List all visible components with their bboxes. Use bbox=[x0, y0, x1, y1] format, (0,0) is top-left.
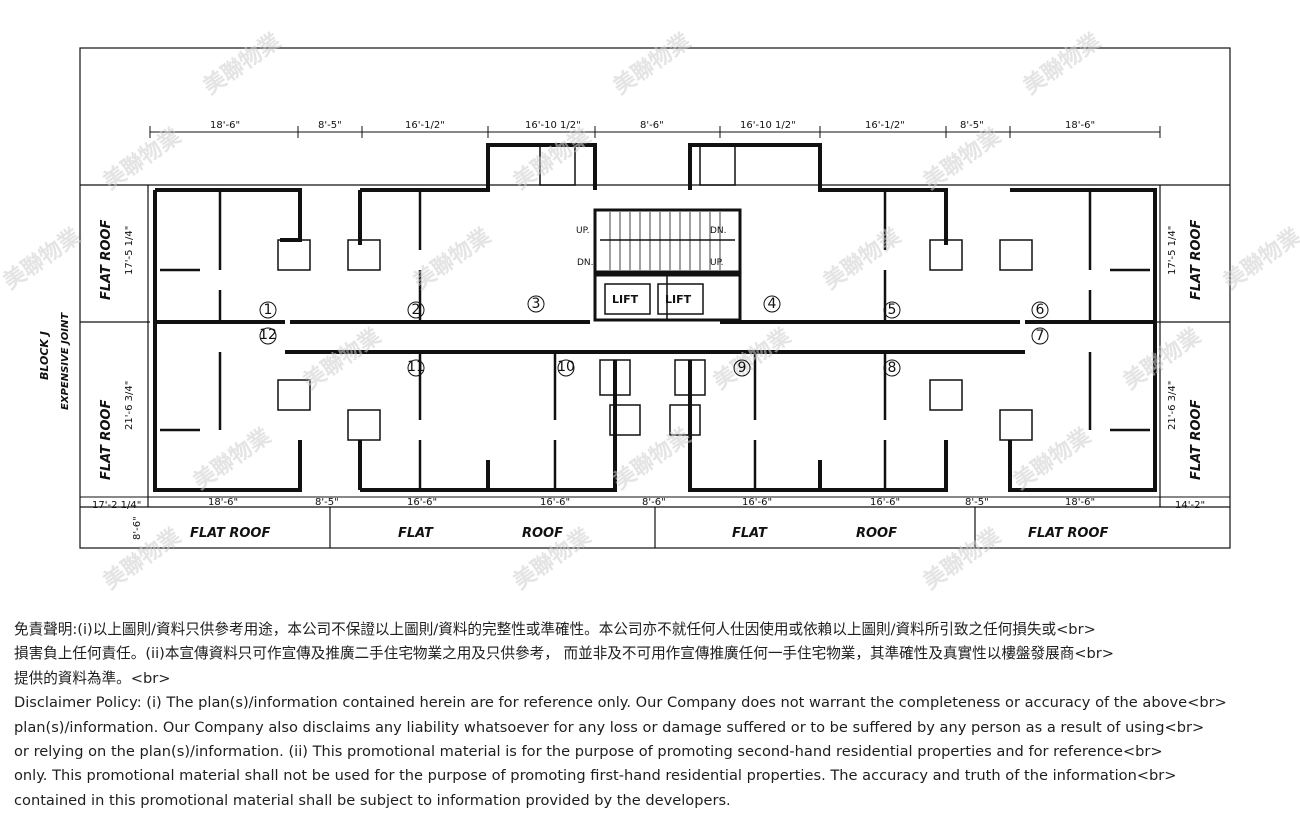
dim-label: 8'-6" bbox=[132, 516, 143, 540]
dim-label: 16'-6" bbox=[870, 497, 900, 508]
flat-roof-labels: FLAT ROOF FLAT ROOF FLAT ROOF FLAT ROOF … bbox=[99, 220, 1204, 541]
up-label: UP. bbox=[576, 226, 589, 236]
dn-label: DN. bbox=[577, 258, 594, 268]
dim-label: 8'-5" bbox=[965, 497, 989, 508]
dim-label: 16'-10 1/2" bbox=[740, 120, 796, 131]
flat-roof-label: FLAT ROOF bbox=[99, 220, 114, 300]
disclaimer-line: 提供的資料為準。<br> bbox=[14, 669, 171, 687]
unit-label: 11 bbox=[407, 359, 425, 375]
svg-text:美聯物業: 美聯物業 bbox=[1009, 423, 1097, 495]
dim-label: 18'-6" bbox=[1065, 497, 1095, 508]
svg-text:美聯物業: 美聯物業 bbox=[609, 423, 697, 495]
flat-roof-label: FLAT ROOF bbox=[99, 400, 114, 480]
dim-label: 16'-6" bbox=[540, 497, 570, 508]
svg-text:美聯物業: 美聯物業 bbox=[709, 323, 797, 395]
disclaimer-line: or relying on the plan(s)/information. (… bbox=[14, 743, 1163, 761]
unit-label: 3 bbox=[532, 296, 541, 312]
dim-label: 18'-6" bbox=[1065, 120, 1095, 131]
lift-label: LIFT bbox=[612, 293, 639, 306]
dim-label: 21'-6 3/4" bbox=[1167, 381, 1178, 430]
unit-label: 8 bbox=[888, 360, 897, 376]
dim-label: 17'-2 1/4" bbox=[92, 500, 141, 511]
svg-text:美聯物業: 美聯物業 bbox=[299, 323, 387, 395]
svg-text:美聯物業: 美聯物業 bbox=[0, 223, 86, 295]
svg-text:美聯物業: 美聯物業 bbox=[609, 28, 697, 100]
up-label: UP. bbox=[710, 258, 723, 268]
unit-label: 4 bbox=[768, 296, 777, 312]
svg-text:美聯物業: 美聯物業 bbox=[1019, 28, 1107, 100]
svg-text:美聯物業: 美聯物業 bbox=[199, 28, 287, 100]
side-dimensions: 17'-5 1/4" 21'-6 3/4" 17'-5 1/4" 21'-6 3… bbox=[124, 226, 1178, 540]
floor-plan: 美聯物業 美聯物業 美聯物業 美聯物業 美聯物業 美聯物業 美聯物業 美聯物業 … bbox=[0, 28, 1300, 595]
bottom-dimensions: 17'-2 1/4" 18'-6" 8'-5" 16'-6" 16'-6" 8'… bbox=[92, 497, 1205, 511]
dim-label: 8'-6" bbox=[640, 120, 664, 131]
unit-label: 10 bbox=[557, 359, 575, 375]
unit-numbers: 1 2 3 4 5 6 7 8 9 10 11 12 bbox=[259, 296, 1044, 376]
dim-label: 16'-6" bbox=[407, 497, 437, 508]
dim-label: 18'-6" bbox=[208, 497, 238, 508]
block-label: BLOCK J bbox=[38, 331, 51, 380]
unit-label: 12 bbox=[259, 327, 277, 343]
dim-label: 16'-6" bbox=[742, 497, 772, 508]
dim-label: 8'-6" bbox=[642, 497, 666, 508]
disclaimer-line: Disclaimer Policy: (i) The plan(s)/infor… bbox=[14, 694, 1227, 712]
top-dimensions: 18'-6" 8'-5" 16'-1/2" 16'-10 1/2" 8'-6" … bbox=[210, 120, 1095, 131]
dn-label: DN. bbox=[710, 226, 727, 236]
svg-text:美聯物業: 美聯物業 bbox=[819, 223, 907, 295]
disclaimer: 免責聲明:(i)以上圖則/資料只供參考用途，本公司不保證以上圖則/資料的完整性或… bbox=[14, 618, 1294, 813]
flat-label: FLAT bbox=[732, 526, 768, 541]
svg-text:美聯物業: 美聯物業 bbox=[509, 123, 597, 195]
joint-label: EXPENSIVE JOINT bbox=[60, 312, 71, 410]
unit-label: 5 bbox=[888, 302, 897, 318]
flat-roof-label: FLAT ROOF bbox=[190, 526, 270, 541]
dim-label: 18'-6" bbox=[210, 120, 240, 131]
svg-text:美聯物業: 美聯物業 bbox=[1119, 323, 1207, 395]
dim-label: 14'-2" bbox=[1175, 500, 1205, 511]
flat-roof-label: FLAT ROOF bbox=[1028, 526, 1108, 541]
unit-label: 2 bbox=[412, 302, 421, 318]
dim-label: 21'-6 3/4" bbox=[124, 381, 135, 430]
unit-label: 7 bbox=[1036, 328, 1045, 344]
svg-text:美聯物業: 美聯物業 bbox=[1219, 223, 1300, 295]
dim-label: 17'-5 1/4" bbox=[124, 226, 135, 275]
disclaimer-line: 損害負上任何責任。(ii)本宣傳資料只可作宣傳及推廣二手住宅物業之用及只供參考，… bbox=[14, 645, 1115, 663]
disclaimer-line: 免責聲明:(i)以上圖則/資料只供參考用途，本公司不保證以上圖則/資料的完整性或… bbox=[14, 621, 1096, 638]
flat-label: FLAT bbox=[398, 526, 434, 541]
svg-text:美聯物業: 美聯物業 bbox=[919, 523, 1007, 595]
dim-label: 16'-1/2" bbox=[865, 120, 905, 131]
dim-label: 16'-1/2" bbox=[405, 120, 445, 131]
dim-label: 16'-10 1/2" bbox=[525, 120, 581, 131]
dim-label: 8'-5" bbox=[318, 120, 342, 131]
flat-roof-label: FLAT ROOF bbox=[1189, 220, 1204, 300]
svg-text:美聯物業: 美聯物業 bbox=[919, 123, 1007, 195]
lift-label: LIFT bbox=[665, 293, 692, 306]
svg-text:美聯物業: 美聯物業 bbox=[189, 423, 277, 495]
stair-labels: UP. DN. DN. UP. LIFT LIFT bbox=[576, 226, 727, 306]
flat-roof-label: FLAT ROOF bbox=[1189, 400, 1204, 480]
dim-label: 17'-5 1/4" bbox=[1167, 226, 1178, 275]
svg-text:美聯物業: 美聯物業 bbox=[409, 223, 497, 295]
disclaimer-line: plan(s)/information. Our Company also di… bbox=[14, 718, 1205, 736]
svg-text:美聯物業: 美聯物業 bbox=[99, 123, 187, 195]
unit-label: 1 bbox=[264, 302, 273, 318]
dim-label: 8'-5" bbox=[315, 497, 339, 508]
roof-label: ROOF bbox=[856, 526, 897, 541]
dim-label: 8'-5" bbox=[960, 120, 984, 131]
unit-label: 6 bbox=[1036, 302, 1045, 318]
disclaimer-line: only. This promotional material shall no… bbox=[14, 767, 1177, 785]
roof-label: ROOF bbox=[522, 526, 563, 541]
disclaimer-line: contained in this promotional material s… bbox=[14, 791, 731, 809]
unit-label: 9 bbox=[738, 360, 747, 376]
